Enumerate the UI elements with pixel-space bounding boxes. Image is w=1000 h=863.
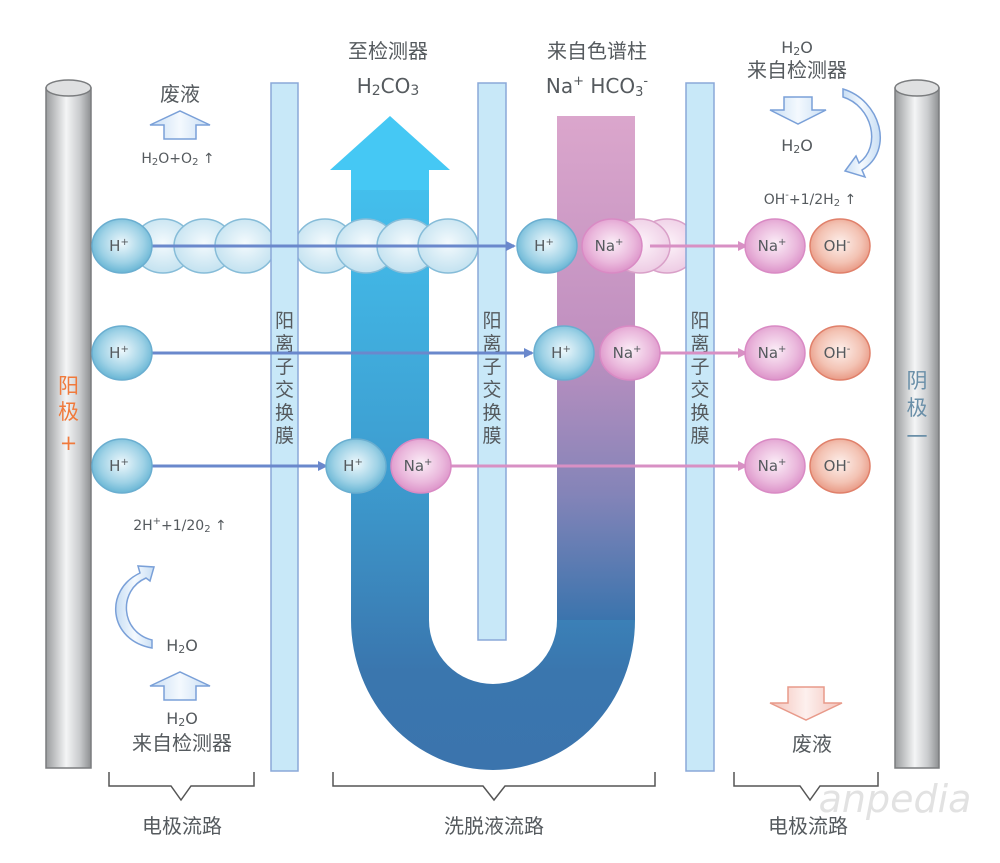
bracket-left-electrode-flow: 电极流路	[108, 772, 255, 838]
anode-curved-arrow-icon	[115, 565, 155, 649]
waste-label-top: 废液	[160, 82, 200, 106]
cathode-water-top: H2O	[781, 38, 813, 58]
anode-water: H2O	[166, 636, 198, 656]
anode-electrode: 阳 极 +	[45, 79, 92, 769]
h-ion: H+	[516, 218, 578, 274]
anode-bottom-reaction: 2H++1/202 ↑	[133, 516, 227, 535]
cathode-sign: 一	[907, 425, 928, 449]
oh-ion: OH-	[809, 325, 871, 381]
water-in-up-arrow-icon	[149, 671, 211, 701]
h-ion: H+	[91, 325, 153, 381]
ions: H+ H+ Na+ Na+ OH- H+ H+ Na+ Na+ OH- H+ H+ Na+ Na+ OH-	[91, 218, 871, 494]
cathode-water-bottom: H2O	[781, 136, 813, 156]
na-ion: Na+	[744, 325, 806, 381]
h-ion: H+	[91, 218, 153, 274]
cathode-label-1: 阴	[907, 369, 928, 393]
anode-label-2: 极	[58, 400, 79, 424]
cathode-electrode: 阴 极 一	[894, 79, 940, 769]
bracket-right-electrode-flow: 电极流路	[733, 772, 879, 838]
h-ion-label: H+	[109, 457, 129, 475]
oh-ion-label: OH-	[824, 457, 851, 475]
eluent-outlet-arrow	[330, 116, 450, 190]
anode-from-detector-label: 来自检测器	[132, 731, 232, 755]
bracket-eluent-flow: 洗脱液流路	[332, 772, 656, 838]
anode-water-in: H2O	[166, 709, 198, 729]
anode-label-1: 阳	[58, 374, 79, 398]
cathode-label-2: 极	[907, 396, 928, 420]
from-column-formula: Na+ HCO3-	[546, 74, 649, 100]
na-ion: Na+	[599, 325, 661, 381]
na-ion: Na+	[390, 438, 452, 494]
h-ion-label: H+	[534, 237, 554, 255]
na-ion-label: Na+	[595, 237, 624, 255]
from-column-label: 来自色谱柱	[547, 39, 647, 63]
h-ion: H+	[533, 325, 595, 381]
to-detector-formula: H2CO3	[357, 74, 420, 99]
cathode-from-detector-label: 来自检测器	[747, 58, 847, 82]
bracket-left-label: 电极流路	[142, 814, 222, 838]
h-ion-label: H+	[109, 237, 129, 255]
cation-exchange-membrane-right	[685, 82, 715, 772]
cation-exchange-membrane-middle	[477, 82, 507, 641]
waste-up-arrow-icon	[149, 110, 211, 140]
transport-arrows	[150, 241, 748, 471]
h-ion: H+	[325, 438, 387, 494]
cation-exchange-membrane-left	[270, 82, 299, 772]
cathode-reaction: OH-+1/2H2 ↑	[764, 190, 857, 209]
bracket-middle-label: 洗脱液流路	[444, 814, 544, 838]
oh-ion: OH-	[809, 438, 871, 494]
membrane-label-right: 阳离子交换膜	[690, 310, 709, 447]
waste-down-arrow-icon	[769, 686, 843, 721]
oh-ion: OH-	[809, 218, 871, 274]
na-ion: Na+	[581, 218, 643, 274]
membrane-label-left: 阳离子交换膜	[275, 310, 294, 447]
na-ion-label: Na+	[758, 344, 787, 362]
oh-ion-label: OH-	[824, 344, 851, 362]
na-ion-label: Na+	[758, 457, 787, 475]
membrane-labels: 阳离子交换膜 阳离子交换膜 阳离子交换膜	[275, 310, 710, 447]
na-ion-label: Na+	[758, 237, 787, 255]
anode-top-reaction: H2O+O2 ↑	[141, 151, 214, 168]
na-ion-label: Na+	[404, 457, 433, 475]
h-ion-label: H+	[343, 457, 363, 475]
to-detector-label: 至检测器	[348, 39, 428, 63]
waste-label-bottom: 废液	[792, 732, 832, 756]
h-ion-label: H+	[551, 344, 571, 362]
na-ion: Na+	[744, 438, 806, 494]
oh-ion-label: OH-	[824, 237, 851, 255]
h-ion-label: H+	[109, 344, 129, 362]
watermark: anpedia	[819, 777, 972, 821]
bracket-right-label: 电极流路	[768, 814, 848, 838]
water-down-arrow-icon	[769, 96, 827, 125]
h-ion: H+	[91, 438, 153, 494]
membrane-label-middle: 阳离子交换膜	[482, 310, 501, 447]
cathode-curved-arrow-icon	[842, 87, 881, 179]
na-ion-label: Na+	[613, 344, 642, 362]
na-ion: Na+	[744, 218, 806, 274]
anode-sign: +	[60, 431, 78, 455]
